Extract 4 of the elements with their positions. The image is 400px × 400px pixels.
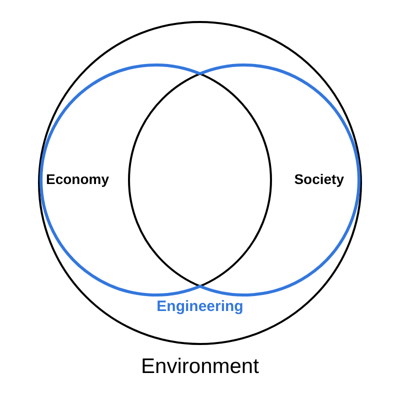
circle-label: Economy	[46, 171, 110, 187]
region-label: Engineering	[156, 298, 244, 315]
diagram-heading: Environment	[140, 355, 260, 379]
circle-label: Society	[294, 171, 344, 187]
